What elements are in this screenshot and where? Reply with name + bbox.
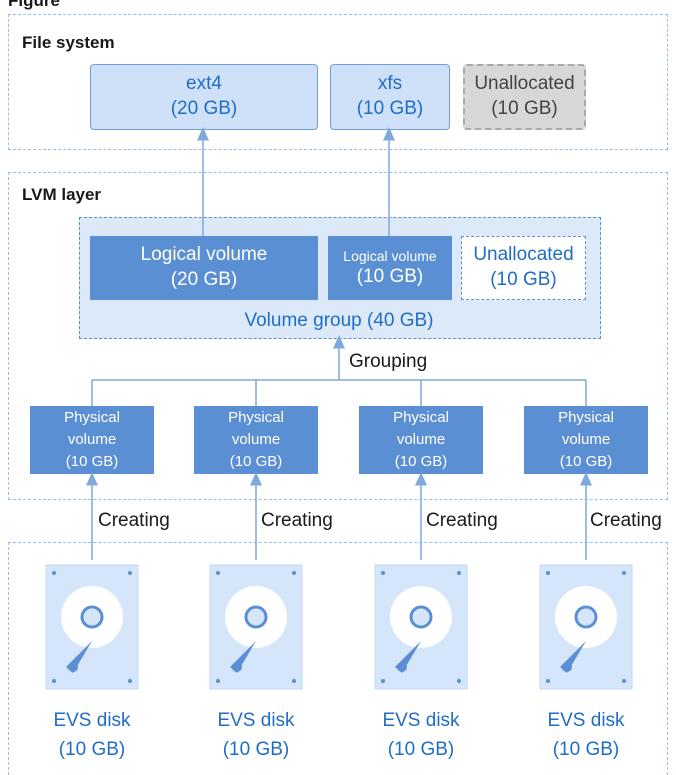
- fs-box-ext4: ext4 (20 GB): [90, 64, 318, 130]
- fs-box-name: xfs: [377, 73, 403, 95]
- disk-size: (10 GB): [387, 739, 455, 761]
- pv-line2: volume: [561, 431, 611, 449]
- disk-name: EVS disk: [382, 710, 460, 731]
- physical-volume-2: Physical volume (10 GB): [194, 406, 318, 474]
- physical-volume-1: Physical volume (10 GB): [30, 406, 154, 474]
- creating-label-2: Creating: [261, 510, 333, 531]
- disk-label-2: EVS disk (10 GB): [191, 706, 321, 765]
- creating-label-1: Creating: [98, 510, 170, 531]
- fs-box-size: (10 GB): [356, 98, 424, 119]
- file-system-title: File system: [22, 33, 115, 52]
- fs-box-name: Unallocated: [474, 73, 575, 95]
- pv-line1: Physical: [558, 409, 614, 427]
- pv-line1: Physical: [228, 409, 284, 427]
- lvm-layer: [8, 172, 668, 500]
- volume-group-label: Volume group (40 GB): [244, 310, 434, 331]
- disk-name: EVS disk: [547, 710, 625, 731]
- lv-name: Logical volume: [140, 244, 268, 266]
- creating-label-3: Creating: [426, 510, 498, 531]
- pv-size: (10 GB): [229, 452, 283, 470]
- fs-box-xfs: xfs (10 GB): [330, 64, 450, 130]
- logical-volume-unallocated: Unallocated (10 GB): [461, 236, 586, 300]
- disk-layer: [8, 542, 668, 775]
- fs-box-size: (20 GB): [170, 98, 238, 119]
- lvm-layer-title: LVM layer: [22, 185, 102, 204]
- fs-box-unallocated: Unallocated (10 GB): [463, 64, 586, 130]
- fs-box-size: (10 GB): [491, 98, 558, 119]
- disk-label-1: EVS disk (10 GB): [27, 706, 157, 765]
- logical-volume-20gb: Logical volume (20 GB): [90, 236, 318, 300]
- lv-size: (10 GB): [356, 265, 424, 287]
- disk-name: EVS disk: [217, 710, 295, 731]
- disk-size: (10 GB): [222, 739, 290, 761]
- layer-divider-top: [8, 14, 668, 15]
- lv-size: (10 GB): [490, 269, 557, 290]
- pv-line1: Physical: [64, 409, 120, 427]
- lv-name: Unallocated: [473, 244, 574, 266]
- fs-box-name: ext4: [186, 73, 222, 95]
- disk-name: EVS disk: [53, 710, 131, 731]
- physical-volume-3: Physical volume (10 GB): [359, 406, 483, 474]
- disk-label-4: EVS disk (10 GB): [521, 706, 651, 765]
- figure-caption: Figure: [8, 0, 60, 10]
- pv-line2: volume: [396, 431, 446, 449]
- pv-line1: Physical: [393, 409, 449, 427]
- lv-size: (20 GB): [170, 269, 238, 290]
- creating-label-4: Creating: [590, 510, 662, 531]
- disk-label-3: EVS disk (10 GB): [356, 706, 486, 765]
- pv-size: (10 GB): [65, 452, 119, 470]
- pv-size: (10 GB): [559, 452, 613, 470]
- disk-size: (10 GB): [58, 739, 126, 761]
- pv-line2: volume: [231, 431, 281, 449]
- file-system-layer: [8, 14, 668, 150]
- pv-size: (10 GB): [394, 452, 448, 470]
- logical-volume-10gb: Logical volume (10 GB): [328, 236, 452, 300]
- lv-name: Logical volume: [343, 247, 437, 264]
- physical-volume-4: Physical volume (10 GB): [524, 406, 648, 474]
- grouping-label: Grouping: [349, 351, 428, 372]
- disk-size: (10 GB): [552, 739, 620, 761]
- pv-line2: volume: [67, 431, 117, 449]
